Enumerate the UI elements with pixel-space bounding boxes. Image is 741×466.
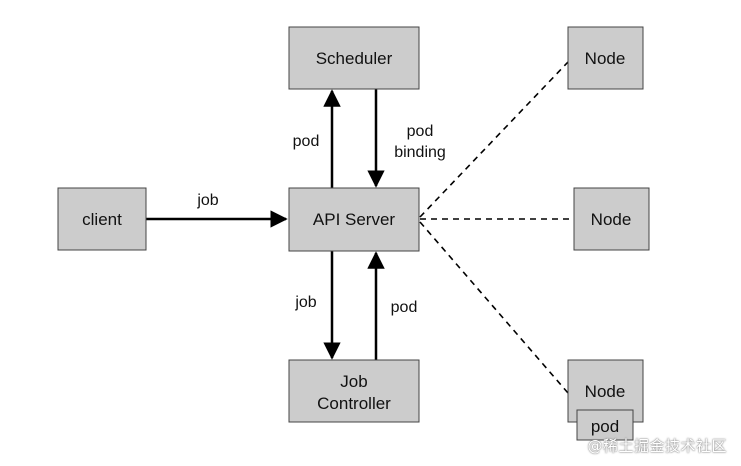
node-top: Node (567, 26, 644, 90)
node-middle-label: Node (591, 210, 632, 229)
edge-label-jobcontroller-api-pod: pod (391, 299, 418, 316)
scheduler-node: Scheduler (288, 26, 420, 90)
pod-box-label: pod (591, 417, 619, 436)
api-server-label: API Server (313, 210, 396, 229)
edge-label-client-job: job (196, 192, 218, 209)
edge-label-pod-binding-line1: pod (407, 123, 434, 140)
dashed-link-api-to-node-top (419, 61, 569, 218)
client-label: client (82, 210, 122, 229)
node-top-label: Node (585, 49, 626, 68)
api-server-node: API Server (288, 187, 420, 252)
node-bottom-label: Node (585, 382, 626, 401)
job-controller-node: Job Controller (288, 359, 420, 423)
job-controller-label-line1: Job (340, 372, 367, 391)
scheduler-label: Scheduler (316, 49, 393, 68)
edge-label-api-jobcontroller-job: job (294, 294, 316, 311)
dashed-link-api-to-node-bottom (419, 221, 569, 394)
edge-label-pod-binding-line2: binding (394, 144, 446, 161)
pod-box: pod (576, 409, 634, 441)
edge-label-api-scheduler-pod: pod (293, 133, 320, 150)
client-node: client (57, 187, 147, 251)
node-middle: Node (573, 187, 650, 251)
watermark-text: @稀土掘金技术社区 (587, 437, 727, 455)
job-controller-label-line2: Controller (317, 394, 391, 413)
